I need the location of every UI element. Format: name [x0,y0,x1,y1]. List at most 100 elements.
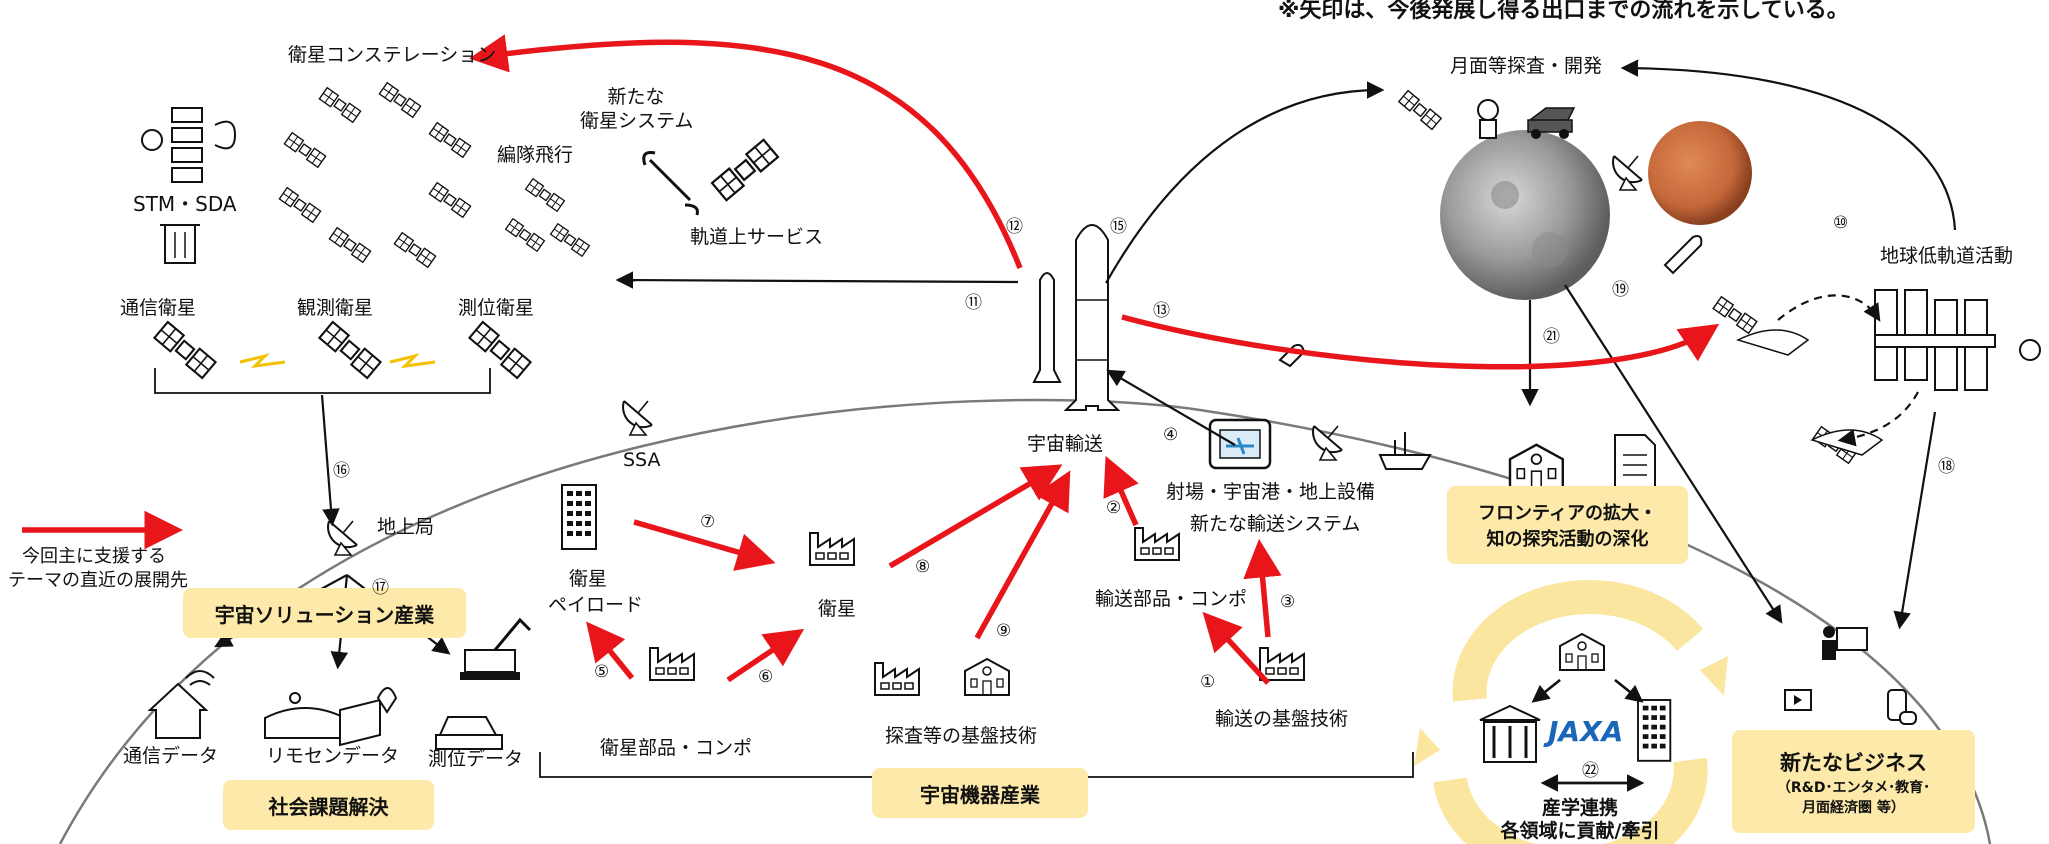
cycle-arrows-icon [1414,580,1728,844]
pos-data-label: 測位データ [428,748,524,770]
arrow-note: ※矢印は、今後発展し得る出口までの流れを示している。 [1278,0,1849,23]
num-18: ⑱ [1938,457,1955,477]
solution-industry-text: 宇宙ソリューション産業 [214,602,435,627]
orbital-service-label: 軌道上サービス [690,226,824,248]
ssa-dish-icon [622,400,653,436]
arrow-academia-ul [1531,679,1561,703]
num-9: ⑨ [996,621,1012,641]
transport-parts-factory-icon [1134,527,1180,561]
business-text-line2: 月面経済圏 等） [1802,799,1905,816]
arrow-leo-dash2 [1837,391,1919,447]
frontier-text-line1: フロンティアの拡大・ [1478,503,1657,524]
document-icon [1614,434,1656,496]
launch-facility-icons [1208,343,1432,470]
red-arrows [22,34,1720,685]
exploration-factory-icon [874,662,920,696]
num-19: ⑲ [1612,280,1629,300]
legend-text-line1: 今回主に支援する [22,546,166,567]
new-business-box: 新たなビジネス （R&D･エンタメ･教育･ 月面経済圏 等） [1732,730,1975,833]
num-17: ⑰ [372,578,389,598]
social-issue-text: 社会課題解決 [268,794,389,819]
num-16: ⑯ [333,461,350,481]
num-22: ㉒ [1582,761,1599,781]
arrow-3 [1243,539,1282,638]
ssa-label: SSA [623,449,661,471]
solution-industry-box: 宇宙ソリューション産業 [183,588,466,638]
leo-label: 地球低軌道活動 [1880,245,2014,267]
frontier-university-icon [1508,443,1565,490]
equipment-industry-box: 宇宙機器産業 [872,768,1088,818]
num-2: ② [1106,498,1122,518]
service-satellites [153,320,532,380]
arrow-6 [726,628,805,683]
sat-parts-label: 衛星部品・コンポ [600,737,753,759]
payload-label-line1: 衛星 [568,568,607,590]
arrow-18 [1893,411,1937,630]
arrow-13 [1121,314,1720,370]
arrow-15 [1105,81,1385,284]
academia-label-line1: 産学連携 [1541,797,1618,819]
num-12: ⑫ [1006,217,1023,237]
arrow-5 [586,621,635,680]
arrow-16 [320,394,340,527]
lunar-label: 月面等探査・開発 [1450,55,1603,77]
transport-parts-label: 輸送部品・コンポ [1095,588,1248,610]
transport-tech-label: 輸送の基盤技術 [1215,708,1349,730]
comm-sat-label: 通信衛星 [120,297,197,319]
exploration-tech-label: 探査等の基盤技術 [885,725,1038,747]
business-text-line1: （R&D･エンタメ･教育･ [1776,779,1931,796]
num-7: ⑦ [700,512,716,532]
academia-university-icon [1559,633,1605,671]
num-6: ⑥ [758,667,774,687]
obs-sat-label: 観測衛星 [297,297,374,319]
payload-building-icon [561,484,597,550]
num-5: ⑤ [594,662,610,682]
satellite-label: 衛星 [818,598,857,620]
comm-data-label: 通信データ [123,745,219,767]
sat-parts-factory-icon [649,647,695,681]
launch-site-label: 射場・宇宙港・地上設備 [1166,481,1376,503]
arrow-1 [1202,611,1271,685]
num-11: ⑪ [965,293,982,313]
equipment-industry-text: 宇宙機器産業 [920,782,1040,807]
academia-building-icon [1637,699,1672,762]
pos-sat-label: 測位衛星 [458,297,535,319]
arrow-9 [974,470,1071,640]
formation-label: 編隊飛行 [497,144,574,166]
satellite-bracket [154,368,491,394]
business-title: 新たなビジネス [1780,750,1927,775]
arrow-leo-dash [1777,294,1881,322]
ground-station-label: 地上局 [377,516,435,538]
num-13: ⑬ [1153,301,1170,321]
arrow-academia-ur [1614,679,1644,703]
moon-icon [1440,130,1610,300]
data-icons [147,617,532,750]
num-15: ⑮ [1110,217,1127,237]
constellation-icons [278,82,591,268]
new-transport-label: 新たな輸送システム [1190,513,1361,535]
arrow-7 [633,519,776,571]
transport-tech-factory-icon [1259,647,1305,681]
frontier-text-line2: 知の探究活動の深化 [1486,529,1649,550]
arrow-12 [469,34,1023,270]
num-10: ⑩ [1833,213,1849,233]
num-1: ① [1200,672,1216,692]
ground-station-dish-icon [327,520,358,556]
business-icons [1784,626,1917,725]
new-sat-label-line2: 衛星システム [580,110,694,132]
mars-icon [1648,121,1752,225]
rocket-icons [1032,224,1121,411]
legend-text-line2: テーマの直近の展開先 [8,570,188,591]
num-21: ㉑ [1543,327,1560,347]
new-sat-label-line1: 新たな [607,86,665,108]
num-8: ⑧ [915,557,931,577]
arrow-8 [888,464,1063,569]
arrow-10 [1620,59,1957,231]
exploration-school-icon [964,658,1010,696]
academia-label-line2: 各領域に貢献/牽引 [1500,820,1660,842]
arrow-4 [1106,369,1236,446]
satellite-factory-icon [809,532,855,566]
stm-sda-label: STM・SDA [133,192,237,216]
arrow-2 [1103,455,1139,527]
